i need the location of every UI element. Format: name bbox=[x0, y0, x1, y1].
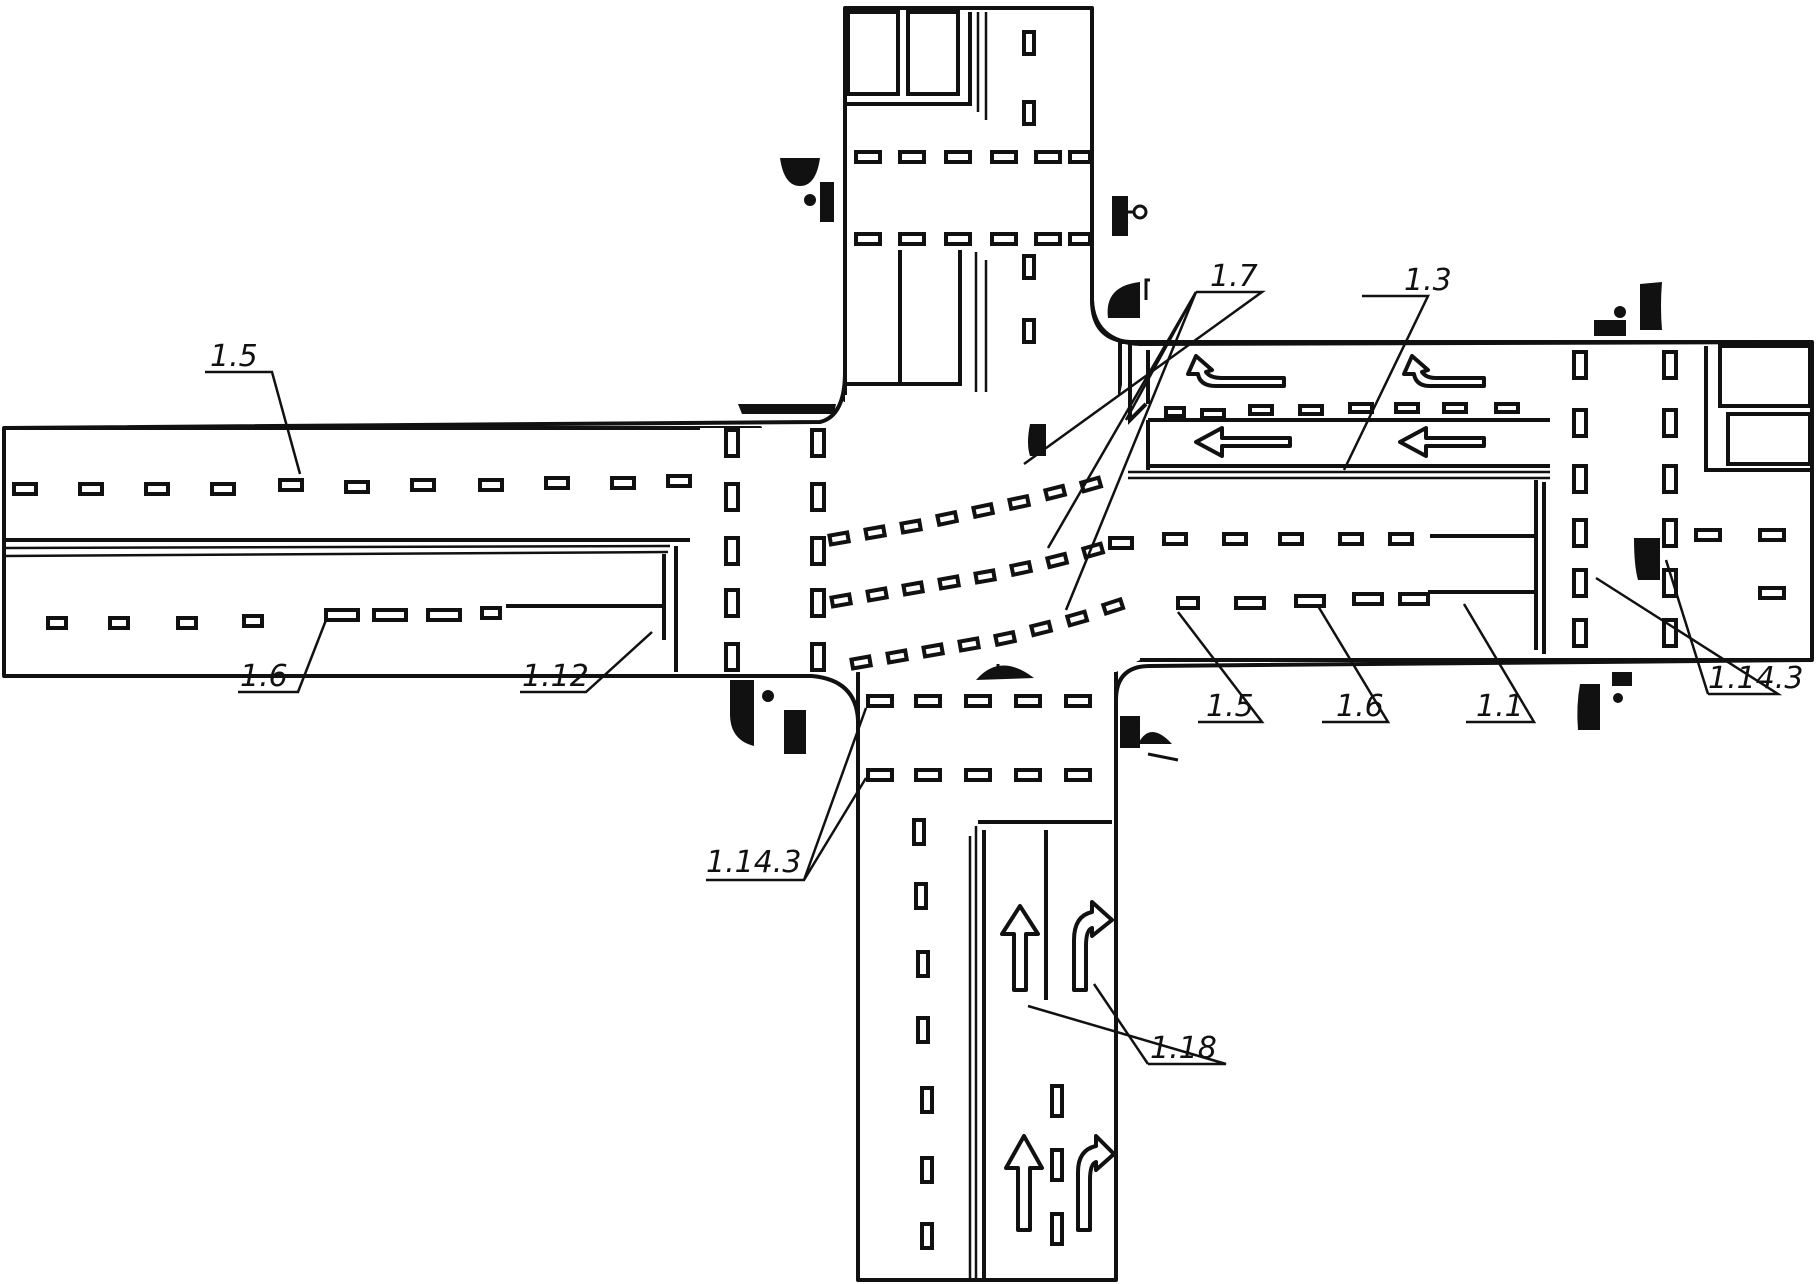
east-details bbox=[1108, 342, 1812, 654]
arrow-straight-icon bbox=[1004, 1134, 1044, 1232]
traffic-light-icon bbox=[780, 158, 834, 222]
arrow-straight-right-icon bbox=[1072, 900, 1114, 992]
arrow-left-icon bbox=[1398, 426, 1486, 458]
traffic-light-icon bbox=[976, 664, 1034, 680]
leader-lines bbox=[205, 290, 1783, 1066]
label-1-1: 1.1 bbox=[1476, 689, 1524, 724]
direction-arrows bbox=[1000, 354, 1486, 1232]
label-1-6-west: 1.6 bbox=[240, 659, 288, 694]
arrow-straight-right-icon bbox=[1076, 1134, 1116, 1232]
traffic-light-icon bbox=[730, 680, 806, 754]
arrow-left-icon bbox=[1194, 426, 1292, 458]
north-road bbox=[843, 6, 1132, 402]
traffic-light-icon bbox=[1112, 196, 1148, 236]
traffic-light-icon bbox=[1594, 282, 1662, 336]
marking-labels: 1.5 1.6 1.12 1.7 1.3 1.5 1.6 1.1 1.14.3 … bbox=[210, 259, 1803, 1066]
label-1-12: 1.12 bbox=[522, 659, 589, 694]
label-1-6-east: 1.6 bbox=[1336, 689, 1384, 724]
arrow-straight-icon bbox=[1000, 904, 1040, 992]
label-1-18: 1.18 bbox=[1150, 1031, 1217, 1066]
label-1-14-3-east: 1.14.3 bbox=[1708, 661, 1803, 696]
east-road bbox=[1128, 340, 1814, 662]
south-details bbox=[866, 694, 1112, 1280]
traffic-light-icon bbox=[1120, 716, 1179, 762]
traffic-light-icon bbox=[1634, 538, 1660, 580]
west-details bbox=[3, 428, 826, 672]
label-1-14-3-south: 1.14.3 bbox=[706, 845, 801, 880]
label-1-7: 1.7 bbox=[1210, 259, 1258, 294]
label-1-3: 1.3 bbox=[1404, 263, 1452, 298]
label-1-5-east: 1.5 bbox=[1206, 689, 1254, 724]
traffic-light-icon bbox=[1107, 278, 1150, 318]
corner-curves bbox=[3, 299, 1813, 1280]
arrow-left-turn-icon bbox=[1402, 354, 1486, 388]
junction-guide-lines bbox=[827, 475, 1126, 671]
traffic-light-icon bbox=[738, 404, 1046, 456]
road-outlines bbox=[2, 6, 1814, 1282]
arrow-left-turn-icon bbox=[1186, 354, 1286, 388]
traffic-devices bbox=[730, 158, 1662, 762]
traffic-light-icon bbox=[1577, 672, 1632, 730]
label-1-5-west: 1.5 bbox=[210, 339, 258, 374]
north-details bbox=[845, 10, 1092, 392]
